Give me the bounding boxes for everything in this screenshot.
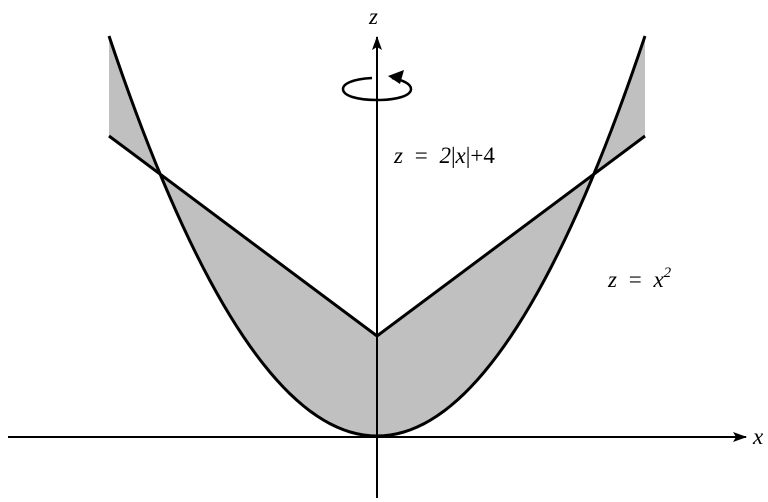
z-axis-label: z [368, 4, 378, 29]
upper-label-var: x [455, 143, 467, 168]
upper-curve-label: z = 2|x|+4 [393, 143, 495, 168]
lower-curve-label: z = x2 [607, 265, 672, 292]
lower-label-z: z [607, 267, 617, 292]
upper-label-z: z [393, 143, 403, 168]
upper-label-eq: = [415, 143, 428, 168]
upper-label-bar-right: | [466, 143, 471, 168]
rotation-arrow-icon [341, 70, 413, 102]
x-axis-label: x [752, 424, 764, 449]
lower-label-base: x [652, 267, 664, 292]
upper-label-coef: 2 [439, 143, 451, 168]
upper-label-bar-left: | [451, 143, 456, 168]
upper-label-tail: +4 [470, 143, 495, 168]
lower-label-exp: 2 [664, 265, 672, 281]
lower-label-eq: = [629, 267, 642, 292]
